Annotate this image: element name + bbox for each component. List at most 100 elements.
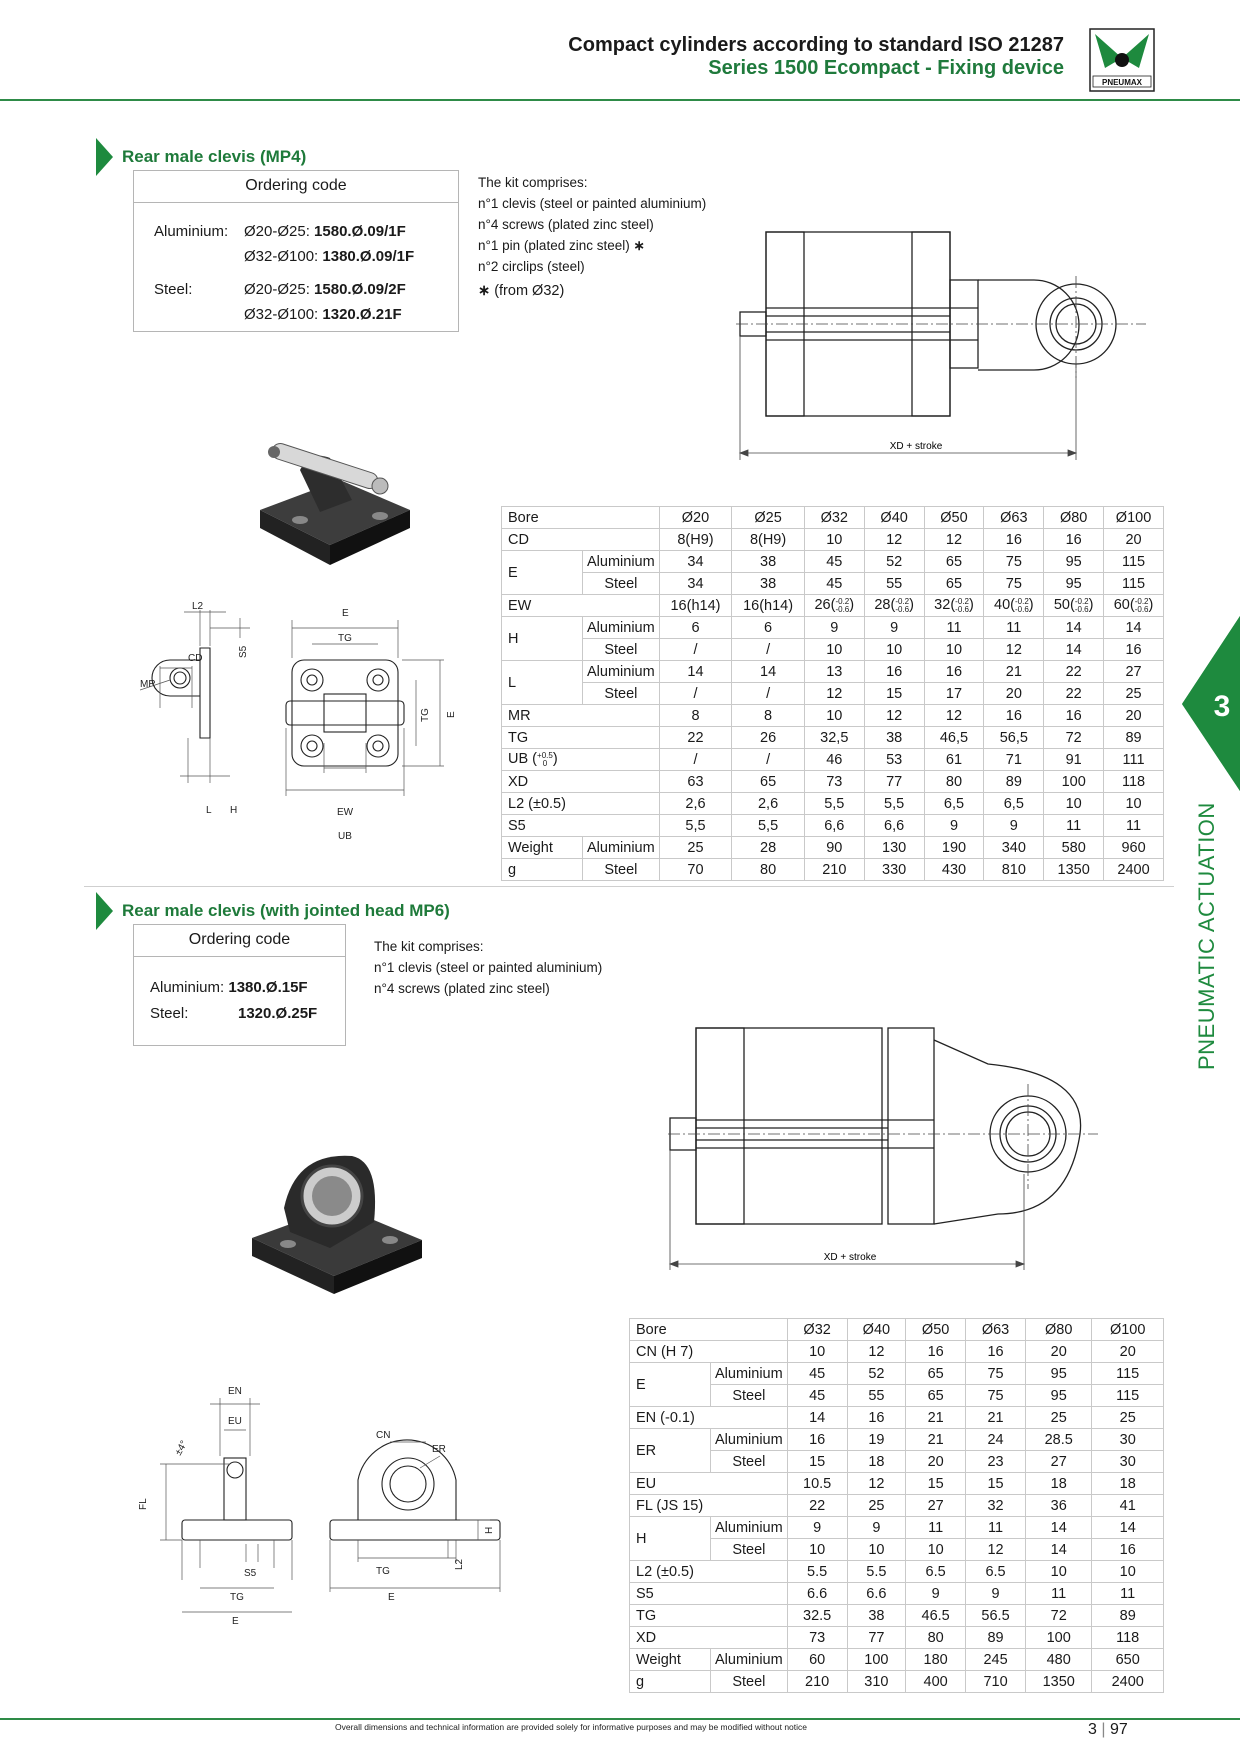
dim-label: L2 <box>192 601 204 612</box>
table-cell: 810 <box>983 858 1045 881</box>
table-cell: 80 <box>923 770 985 793</box>
section1-dimension-drawing: L2 CD S5 MR L H E TG TG E EW UB <box>140 601 457 842</box>
table-cell: 26(-0.2-0.6) <box>803 594 865 617</box>
table-cell: Aluminium <box>582 616 660 639</box>
table-cell: Aluminium <box>582 836 660 859</box>
table-cell: Steel <box>710 1384 788 1407</box>
table-cell: 650 <box>1091 1648 1164 1671</box>
section1-ordering-row: Aluminium: <box>154 223 228 240</box>
table-cell: 6.5 <box>965 1560 1026 1583</box>
table-cell: Ø50 <box>905 1318 967 1341</box>
table-cell: 38 <box>731 572 805 595</box>
table-row: E Aluminium 34 38 45 52 65 75 95 115 <box>501 550 1164 595</box>
table-cell: 16 <box>786 1428 848 1451</box>
table-cell: 16(h14) <box>731 594 805 617</box>
table-cell: L <box>501 660 583 705</box>
table-cell: 6,6 <box>863 814 925 837</box>
dim-label: H <box>484 1527 495 1534</box>
table-cell: 14 <box>658 660 733 683</box>
table-cell: 11 <box>965 1516 1026 1539</box>
table-cell: 60 <box>786 1648 848 1671</box>
table-cell: 13 <box>803 660 865 683</box>
table-cell: 65 <box>923 550 985 573</box>
table-cell: 36 <box>1024 1494 1093 1517</box>
table-cell: 180 <box>905 1648 967 1671</box>
table-row: TG 32.5 38 46.5 56.5 72 89 <box>629 1604 1164 1627</box>
table-cell: 12 <box>846 1340 907 1363</box>
table-cell: 16 <box>905 1340 967 1363</box>
table-cell: S5 <box>501 814 660 837</box>
table-cell: 16 <box>983 704 1045 727</box>
ordering-material: Steel: <box>154 281 193 298</box>
table-cell: 15 <box>905 1472 967 1495</box>
kit-line: The kit comprises: <box>478 175 588 190</box>
table-cell: 11 <box>923 616 985 639</box>
kit-line: n°1 clevis (steel or painted aluminium) <box>478 196 707 211</box>
table-cell: 16(h14) <box>658 594 733 617</box>
table-cell: 100 <box>1024 1626 1093 1649</box>
table-cell: 9 <box>786 1516 848 1539</box>
table-cell: Ø20 <box>658 506 733 529</box>
table-row: Steel 10 10 10 12 14 16 <box>630 1538 1164 1561</box>
table-cell: 75 <box>983 550 1045 573</box>
table-cell: 8(H9) <box>658 528 733 551</box>
table-row: g Steel 70 80 210 330 430 810 1350 2400 <box>501 858 1164 881</box>
table-cell: 20 <box>1091 1340 1164 1363</box>
table-cell: 72 <box>1043 726 1105 749</box>
dim-label: EN <box>228 1386 242 1397</box>
table-cell: Ø32 <box>803 506 865 529</box>
table-row: g Steel 210 310 400 710 1350 2400 <box>629 1670 1164 1693</box>
table-cell: 2,6 <box>658 792 733 815</box>
table-cell: 10 <box>1103 792 1164 815</box>
table-cell: 9 <box>965 1582 1026 1605</box>
table-cell: 22 <box>1043 660 1105 683</box>
header-title-line1: Compact cylinders according to standard … <box>568 34 1064 56</box>
table-cell: 11 <box>983 616 1045 639</box>
section1-ordering-range: Ø32-Ø100: 1380.Ø.09/1F <box>244 248 414 265</box>
table-cell: 12 <box>846 1472 907 1495</box>
table-cell: 25 <box>1024 1406 1093 1429</box>
table-cell: 9 <box>863 616 925 639</box>
table-cell: 14 <box>731 660 805 683</box>
table-cell: 430 <box>923 858 985 881</box>
pneumax-logo: PNEUMAX <box>1089 28 1155 92</box>
table-cell: 27 <box>1103 660 1164 683</box>
ew-tolerance: -0.2-0.6 <box>835 596 850 614</box>
table-cell: 38 <box>846 1604 907 1627</box>
table-cell: 45 <box>803 550 865 573</box>
kit-line: n°1 clevis (steel or painted aluminium) <box>374 960 603 975</box>
table-cell: 10 <box>803 704 865 727</box>
ew-value: 16(h14) <box>670 597 721 614</box>
section2-cylinder-drawing: XD + stroke <box>668 1027 1098 1270</box>
table-cell: 5,5 <box>731 814 805 837</box>
table-cell: 9 <box>923 814 985 837</box>
ordering-material: Aluminium: <box>154 223 229 240</box>
table-cell: 11 <box>1103 814 1164 837</box>
table-cell: 14 <box>1043 638 1105 661</box>
ordering-range: Ø32-Ø100: <box>244 306 319 323</box>
table-row: EN (-0.1) 14 16 21 21 25 25 <box>629 1406 1164 1429</box>
section2-title: Rear male clevis (with jointed head MP6) <box>122 901 450 920</box>
table-cell: 10 <box>923 638 985 661</box>
table-cell: FL (JS 15) <box>629 1494 788 1517</box>
section1-title: Rear male clevis (MP4) <box>122 147 307 166</box>
section1-ordering-head: Ordering code <box>134 171 458 203</box>
star-icon: ∗ <box>633 238 645 253</box>
table-cell: 118 <box>1091 1626 1164 1649</box>
table-cell: H <box>629 1516 711 1561</box>
table-cell: 50(-0.2-0.6) <box>1043 594 1105 617</box>
table-cell: 32.5 <box>786 1604 848 1627</box>
kit-line: The kit comprises: <box>374 939 484 954</box>
table-cell: CD <box>501 528 660 551</box>
table-cell: E <box>501 550 583 595</box>
table-cell: 14 <box>786 1406 848 1429</box>
table-cell: 80 <box>731 858 805 881</box>
dim-label: UB <box>338 831 352 842</box>
table-cell: Aluminium <box>710 1428 788 1451</box>
table-cell: 77 <box>863 770 925 793</box>
table-cell: Ø40 <box>846 1318 907 1341</box>
ew-tolerance: -0.2-0.6 <box>1134 596 1149 614</box>
table-cell: 73 <box>786 1626 848 1649</box>
